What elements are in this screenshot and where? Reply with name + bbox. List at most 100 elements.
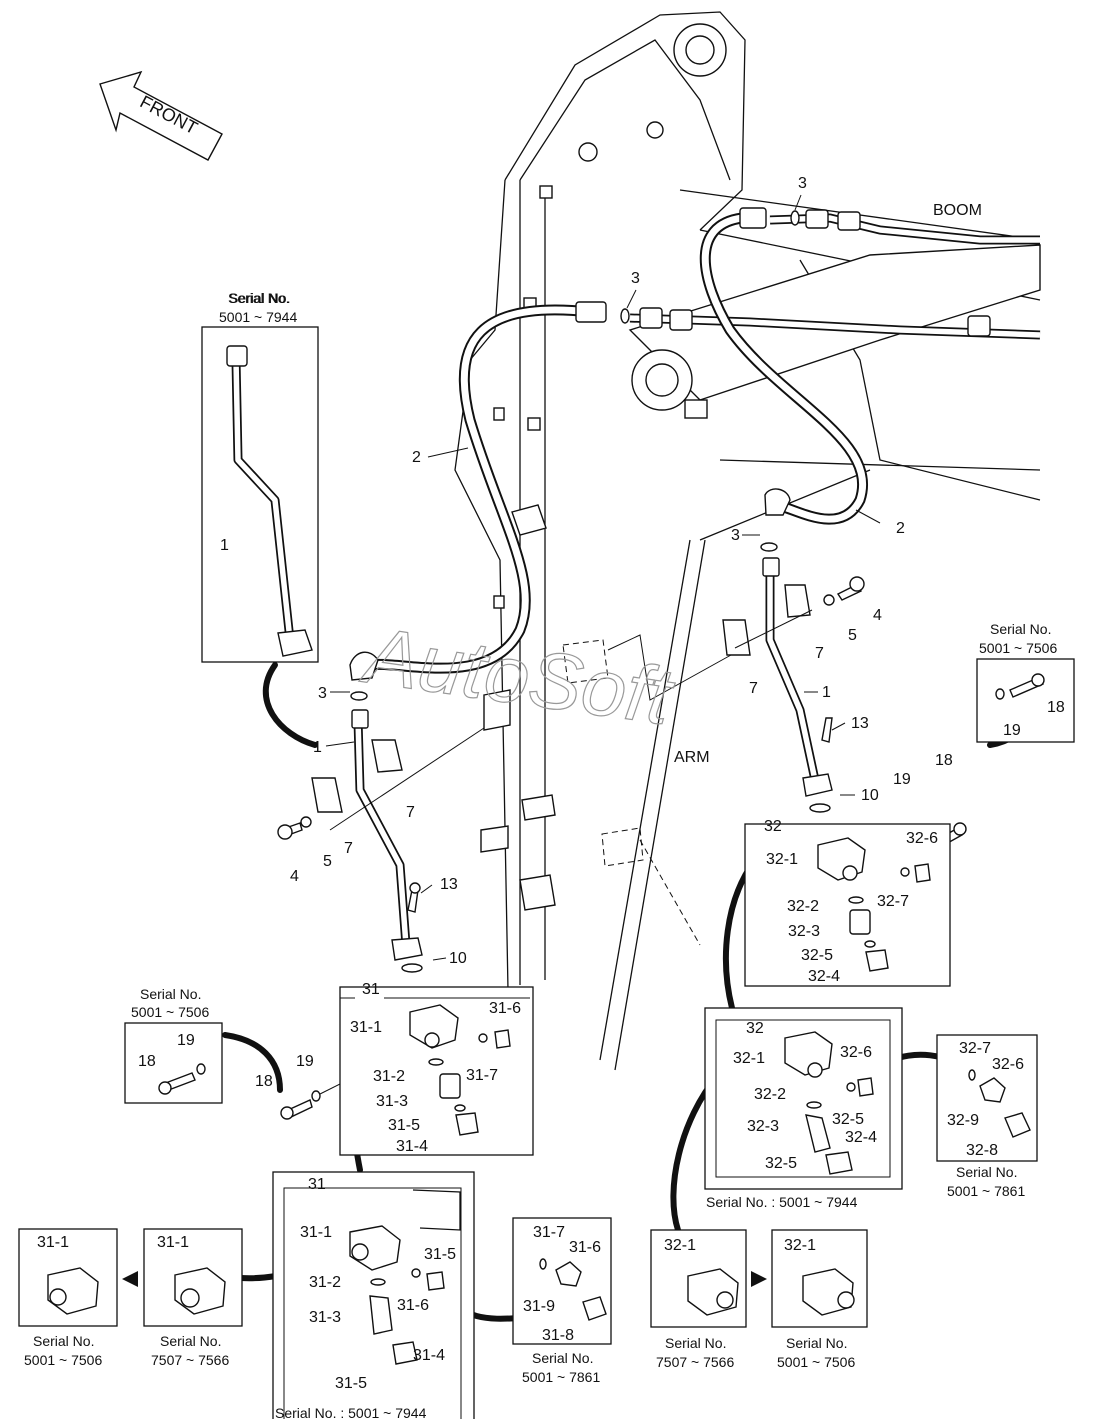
arrow-right-icon <box>122 1271 138 1287</box>
part-32-4: 32-4 <box>808 968 840 985</box>
boom-label: BOOM <box>933 202 982 219</box>
variant-31-1-a: Serial No. 5001 ~ 7506 <box>18 1228 118 1368</box>
callout-18: 18 <box>935 752 953 769</box>
pipe-1-left <box>277 691 485 973</box>
serial-label: Serial No. <box>786 1335 847 1351</box>
serial-range: 7507 ~ 7566 <box>656 1354 734 1370</box>
callout-5: 5 <box>323 853 332 870</box>
part-31-3: 31-3 <box>376 1093 408 1110</box>
callout-1: 1 <box>220 537 229 554</box>
hose-2-left <box>349 301 607 681</box>
serial-label: Serial No. <box>33 1333 94 1349</box>
part-31-5: 31-5 <box>388 1117 420 1134</box>
part-32-5: 32-5 <box>765 1155 797 1172</box>
serial-range: 5001 ~ 7944 <box>219 309 297 325</box>
callout-13: 13 <box>440 876 458 893</box>
serial-box-bolt-right: Serial No. 5001 ~ 7506 <box>976 621 1075 743</box>
part-31-1: 31-1 <box>157 1234 189 1251</box>
part-31-6: 31-6 <box>397 1297 429 1314</box>
part-32-3: 32-3 <box>788 923 820 940</box>
serial-range: 5001 ~ 7506 <box>24 1352 102 1368</box>
front-direction-arrow: FRONT <box>99 70 223 161</box>
serial-label: Serial No. <box>160 1333 221 1349</box>
callout-18: 18 <box>1047 699 1065 716</box>
hose-2-right <box>699 207 868 525</box>
box32b-title: 32 <box>746 1020 764 1037</box>
part-31-6: 31-6 <box>489 1000 521 1017</box>
part-32-5: 32-5 <box>801 947 833 964</box>
part-32-8: 32-8 <box>966 1142 998 1159</box>
serial-label: Serial No. : 5001 ~ 7944 <box>275 1405 427 1419</box>
serial-label: Serial No. <box>665 1335 726 1351</box>
part-31-5: 31-5 <box>424 1246 456 1263</box>
callout-7: 7 <box>344 840 353 857</box>
box32-title: 32 <box>764 818 782 835</box>
o-ring-3-upper <box>790 210 800 226</box>
serial-label: Serial No. <box>532 1350 593 1366</box>
callout-2: 2 <box>896 520 905 537</box>
box31b-title: 31 <box>308 1176 326 1193</box>
serial-range: 5001 ~ 7506 <box>777 1354 855 1370</box>
serial-range: 5001 ~ 7506 <box>131 1004 209 1020</box>
part-31-6: 31-6 <box>569 1239 601 1256</box>
callout-3: 3 <box>631 270 640 287</box>
boom-structure <box>454 11 1041 1071</box>
part-32-7: 32-7 <box>877 893 909 910</box>
part-32-5: 32-5 <box>832 1111 864 1128</box>
part-32-2: 32-2 <box>754 1086 786 1103</box>
serial-box-bolt-left: Serial No. 5001 ~ 7506 <box>124 986 223 1104</box>
callout-2: 2 <box>412 449 421 466</box>
serial-range: 5001 ~ 7861 <box>522 1369 600 1385</box>
callout-19: 19 <box>1003 722 1021 739</box>
assembly-31-box <box>339 986 534 1156</box>
arm-label: ARM <box>674 749 710 766</box>
callout-18: 18 <box>138 1053 156 1070</box>
part-32-1: 32-1 <box>733 1050 765 1067</box>
part-32-6: 32-6 <box>992 1056 1024 1073</box>
o-ring-3-mid <box>620 308 630 324</box>
part-32-4: 32-4 <box>845 1129 877 1146</box>
callout-7: 7 <box>749 680 758 697</box>
callout-7: 7 <box>406 804 415 821</box>
callout-19: 19 <box>177 1032 195 1049</box>
part-31-7: 31-7 <box>533 1224 565 1241</box>
serial-label: Serial No. <box>228 290 289 306</box>
part-31-8: 31-8 <box>542 1327 574 1344</box>
part-31-7: 31-7 <box>466 1067 498 1084</box>
callout-10: 10 <box>449 950 467 967</box>
labels: BOOM ARM Serial No. 1 1 1 2 2 3 3 3 3 4 … <box>37 175 1065 1392</box>
boom-lines <box>629 209 1041 340</box>
part-32-7: 32-7 <box>959 1040 991 1057</box>
part-31-1: 31-1 <box>37 1234 69 1251</box>
serial-box-32c: Serial No. 5001 ~ 7861 <box>936 1034 1038 1199</box>
callout-5: 5 <box>848 627 857 644</box>
part-31-2: 31-2 <box>373 1068 405 1085</box>
assembly-31-detail-box: Serial No. : 5001 ~ 7944 <box>272 1171 475 1419</box>
serial-label: Serial No. <box>140 986 201 1002</box>
part-32-6: 32-6 <box>840 1044 872 1061</box>
part-32-1: 32-1 <box>664 1237 696 1254</box>
assembly-32-mid-box: Serial No. : 5001 ~ 7944 <box>704 1007 903 1210</box>
part-31-4: 31-4 <box>396 1138 428 1155</box>
callout-13: 13 <box>851 715 869 732</box>
part-31-4: 31-4 <box>413 1347 445 1364</box>
callout-19: 19 <box>893 771 911 788</box>
part-32-1: 32-1 <box>766 851 798 868</box>
serial-label: Serial No. <box>956 1164 1017 1180</box>
pipe1-serial-label: Serial No. <box>229 290 290 306</box>
variant-31-1-b: Serial No. 7507 ~ 7566 <box>143 1228 243 1368</box>
part-32-2: 32-2 <box>787 898 819 915</box>
part-31-3: 31-3 <box>309 1309 341 1326</box>
part-32-6: 32-6 <box>906 830 938 847</box>
serial-box-pipe1: Serial No. 5001 ~ 7944 <box>201 290 319 663</box>
box31-title: 31 <box>362 981 380 998</box>
callout-3: 3 <box>731 527 740 544</box>
serial-range: 5001 ~ 7506 <box>979 640 1057 656</box>
part-32-3: 32-3 <box>747 1118 779 1135</box>
callout-3: 3 <box>798 175 807 192</box>
callout-3: 3 <box>318 685 327 702</box>
pipe-1-right <box>722 542 865 813</box>
part-31-5: 31-5 <box>335 1375 367 1392</box>
callout-19: 19 <box>296 1053 314 1070</box>
part-31-1: 31-1 <box>300 1224 332 1241</box>
